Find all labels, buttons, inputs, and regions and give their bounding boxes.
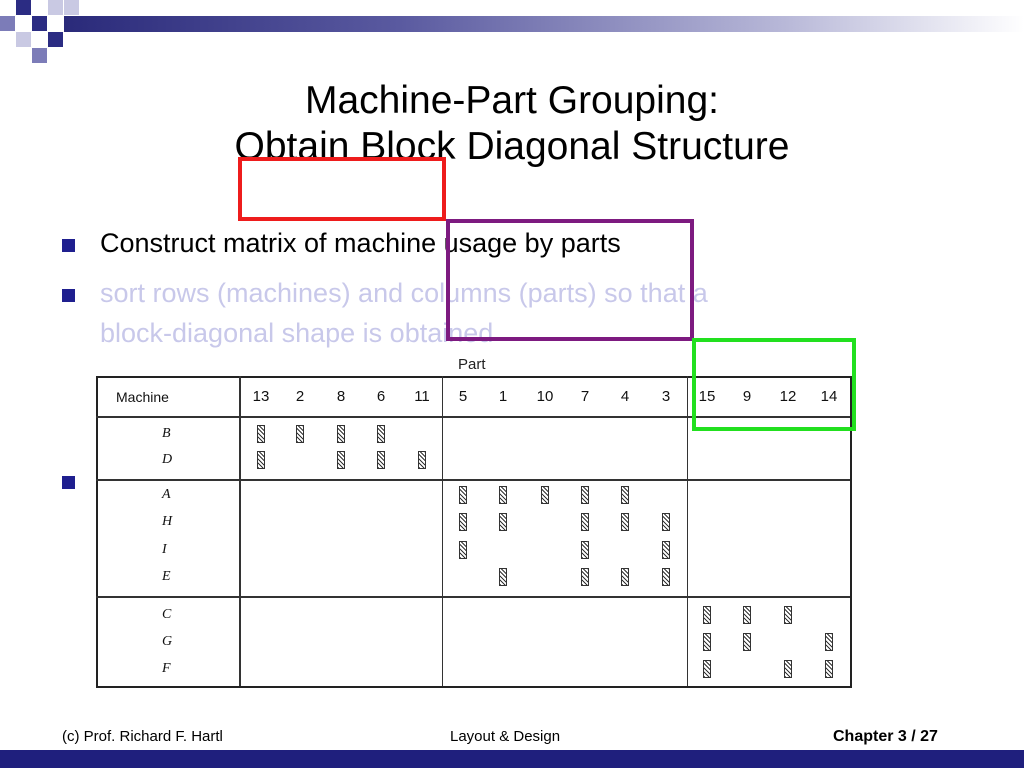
highlight-box-purple bbox=[446, 219, 694, 341]
column-header-part-5: 5 bbox=[458, 388, 468, 405]
usage-mark-E-4 bbox=[621, 568, 629, 586]
usage-mark-H-4 bbox=[621, 513, 629, 531]
usage-mark-A-7 bbox=[581, 486, 589, 504]
usage-mark-G-14 bbox=[825, 633, 833, 651]
row-label-machine-A: A bbox=[162, 487, 171, 502]
decor-square bbox=[16, 32, 31, 47]
machine-header: Machine bbox=[116, 389, 169, 405]
bullet-text-line-1: sort rows (machines) and columns (parts)… bbox=[100, 278, 708, 308]
usage-mark-A-5 bbox=[459, 486, 467, 504]
usage-mark-F-12 bbox=[784, 660, 792, 678]
matrix-row-separator bbox=[96, 479, 850, 481]
usage-mark-C-15 bbox=[703, 606, 711, 624]
column-header-part-12: 12 bbox=[779, 388, 797, 405]
usage-mark-D-13 bbox=[257, 451, 265, 469]
usage-mark-A-1 bbox=[499, 486, 507, 504]
matrix-column-separator bbox=[442, 376, 443, 686]
decor-square bbox=[32, 16, 47, 31]
column-header-part-13: 13 bbox=[252, 388, 270, 405]
decor-square bbox=[32, 48, 47, 63]
usage-mark-G-15 bbox=[703, 633, 711, 651]
highlight-box-red bbox=[238, 157, 446, 221]
bullet-text-line-2: block-diagonal shape is obtained bbox=[100, 318, 494, 348]
row-label-machine-H: H bbox=[162, 514, 173, 529]
usage-mark-A-4 bbox=[621, 486, 629, 504]
bullet-marker bbox=[62, 289, 75, 302]
column-header-part-1: 1 bbox=[498, 388, 508, 405]
header-gradient-bar bbox=[64, 16, 1024, 32]
decor-square bbox=[48, 0, 63, 15]
footer-author: (c) Prof. Richard F. Hartl bbox=[62, 728, 223, 745]
part-label: Part bbox=[458, 356, 486, 373]
column-header-part-3: 3 bbox=[661, 388, 671, 405]
row-label-machine-F: F bbox=[162, 661, 171, 676]
usage-mark-I-5 bbox=[459, 541, 467, 559]
column-header-part-10: 10 bbox=[536, 388, 554, 405]
row-label-machine-D: D bbox=[162, 452, 173, 467]
row-label-machine-G: G bbox=[162, 634, 173, 649]
title-line-1: Machine-Part Grouping: bbox=[304, 79, 720, 122]
usage-mark-A-10 bbox=[541, 486, 549, 504]
column-header-part-14: 14 bbox=[820, 388, 838, 405]
row-label-machine-B: B bbox=[162, 426, 171, 441]
footer-page: Chapter 3 / 27 bbox=[833, 728, 938, 745]
column-header-part-11: 11 bbox=[414, 388, 430, 405]
usage-mark-D-8 bbox=[337, 451, 345, 469]
footer-title: Layout & Design bbox=[450, 728, 561, 745]
usage-mark-D-6 bbox=[377, 451, 385, 469]
usage-mark-B-8 bbox=[337, 425, 345, 443]
column-header-part-6: 6 bbox=[376, 388, 386, 405]
usage-mark-H-7 bbox=[581, 513, 589, 531]
matrix-row-separator bbox=[96, 416, 850, 418]
row-label-machine-C: C bbox=[162, 607, 172, 622]
usage-mark-E-3 bbox=[662, 568, 670, 586]
matrix-frame bbox=[96, 376, 852, 688]
usage-mark-F-14 bbox=[825, 660, 833, 678]
matrix-column-separator bbox=[239, 376, 241, 686]
usage-mark-F-15 bbox=[703, 660, 711, 678]
column-header-part-2: 2 bbox=[295, 388, 305, 405]
decor-square bbox=[16, 0, 31, 15]
row-label-machine-E: E bbox=[162, 569, 171, 584]
column-header-part-7: 7 bbox=[580, 388, 590, 405]
highlight-box-green bbox=[692, 338, 856, 431]
footer-bar bbox=[0, 750, 1024, 768]
usage-mark-G-9 bbox=[743, 633, 751, 651]
usage-mark-B-2 bbox=[296, 425, 304, 443]
usage-mark-B-6 bbox=[377, 425, 385, 443]
usage-mark-H-3 bbox=[662, 513, 670, 531]
bullet-marker bbox=[62, 239, 75, 252]
usage-mark-H-5 bbox=[459, 513, 467, 531]
matrix-row-separator bbox=[96, 596, 850, 598]
slide-title: Machine-Part Grouping: Obtain Block Diag… bbox=[0, 78, 1024, 170]
usage-mark-E-7 bbox=[581, 568, 589, 586]
decor-square bbox=[48, 32, 63, 47]
matrix-column-separator bbox=[687, 376, 688, 686]
usage-mark-C-12 bbox=[784, 606, 792, 624]
title-line-2: Obtain Block Diagonal Structure bbox=[234, 125, 790, 168]
usage-mark-B-13 bbox=[257, 425, 265, 443]
decor-square bbox=[0, 16, 15, 31]
usage-mark-D-11 bbox=[418, 451, 426, 469]
usage-mark-I-3 bbox=[662, 541, 670, 559]
usage-mark-E-1 bbox=[499, 568, 507, 586]
column-header-part-15: 15 bbox=[698, 388, 716, 405]
usage-mark-C-9 bbox=[743, 606, 751, 624]
usage-mark-H-1 bbox=[499, 513, 507, 531]
bullet-text: Construct matrix of machine usage by par… bbox=[100, 228, 621, 258]
usage-mark-I-7 bbox=[581, 541, 589, 559]
column-header-part-4: 4 bbox=[620, 388, 630, 405]
bullet-marker bbox=[62, 476, 75, 489]
column-header-part-8: 8 bbox=[336, 388, 346, 405]
row-label-machine-I: I bbox=[162, 542, 167, 557]
column-header-part-9: 9 bbox=[742, 388, 752, 405]
decor-square bbox=[64, 0, 79, 15]
